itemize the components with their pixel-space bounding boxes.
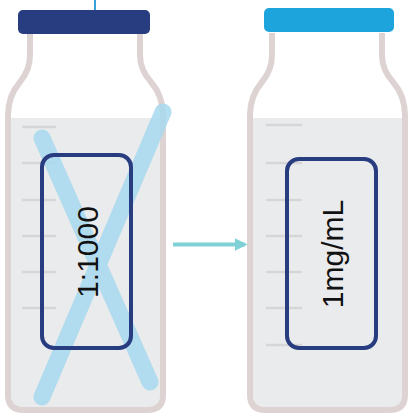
new-bottle	[250, 8, 405, 410]
label-text: 1mg/mL	[315, 199, 348, 307]
bottle-cap	[18, 10, 150, 34]
old-bottle	[8, 10, 163, 410]
bottle-label: 1:1000	[40, 153, 133, 350]
bottle-label: 1mg/mL	[285, 157, 378, 350]
label-text: 1:1000	[70, 206, 103, 298]
cap-line	[94, 0, 96, 10]
flow-arrow	[173, 243, 245, 247]
liquid	[253, 118, 402, 407]
bottle-cap	[264, 8, 394, 32]
bottle-outline	[250, 33, 405, 410]
bottle-outline	[8, 33, 163, 410]
